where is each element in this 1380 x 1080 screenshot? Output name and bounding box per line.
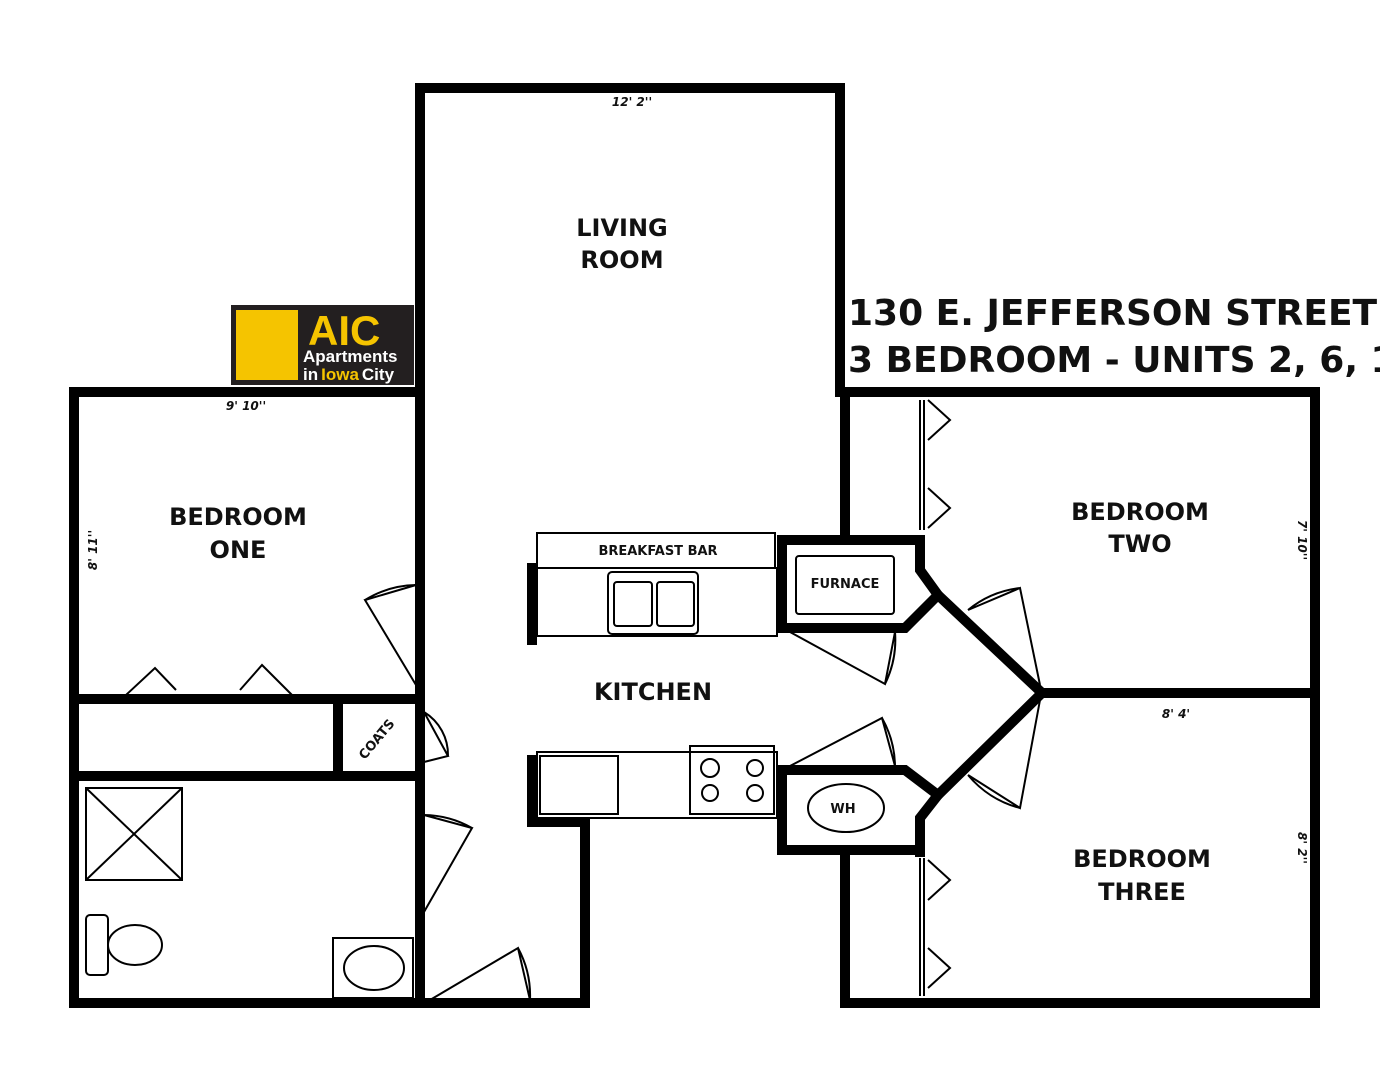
bedroom-three-label: BEDROOM xyxy=(1073,845,1211,873)
bedroom-two-depth: 7' 10'' xyxy=(1295,520,1309,560)
doors[interactable] xyxy=(363,584,1041,1001)
counter-upper xyxy=(536,567,778,637)
bedroom-three-label-2: THREE xyxy=(1098,878,1186,906)
bedroom-two-label-2: TWO xyxy=(1108,530,1171,558)
water-heater xyxy=(807,783,885,833)
bedroom-one-width: 9' 10'' xyxy=(226,399,266,413)
toilet xyxy=(85,914,163,976)
furnace-label: FURNACE xyxy=(811,577,880,592)
furnace xyxy=(795,555,895,615)
kitchen-label: KITCHEN xyxy=(594,678,712,706)
shower xyxy=(85,787,183,881)
burners xyxy=(700,758,764,802)
bathroom-sink xyxy=(332,937,414,999)
dishwasher xyxy=(539,755,619,815)
counter-lower xyxy=(536,751,778,819)
unit-title: 3 BEDROOM - UNITS 2, 6, 10 xyxy=(848,340,1380,381)
bedroom-one-label: BEDROOM xyxy=(169,503,307,531)
living-room-dimension: 12' 2'' xyxy=(612,95,652,109)
bedroom-one-label-2: ONE xyxy=(210,536,267,564)
svg-text:AIC: AIC xyxy=(308,307,380,354)
coats-label: COATS xyxy=(356,717,398,763)
svg-text:Apartments: Apartments xyxy=(303,347,397,366)
bedroom-three-depth: 8' 2'' xyxy=(1295,832,1309,864)
bedroom-one-depth: 8' 11'' xyxy=(86,530,100,570)
address-title: 130 E. JEFFERSON STREET xyxy=(848,293,1378,334)
walls xyxy=(69,83,1320,1008)
living-room-label-2: ROOM xyxy=(580,246,663,274)
bedroom-two-label: BEDROOM xyxy=(1071,498,1209,526)
bedroom-three-width: 8' 4' xyxy=(1162,707,1190,721)
closet-doors xyxy=(125,399,952,989)
stove xyxy=(689,745,775,815)
water-heater-label: WH xyxy=(830,802,855,817)
living-room-label: LIVING xyxy=(576,214,668,242)
sink xyxy=(607,571,699,635)
breakfast-bar-label: BREAKFAST BAR xyxy=(598,544,717,559)
